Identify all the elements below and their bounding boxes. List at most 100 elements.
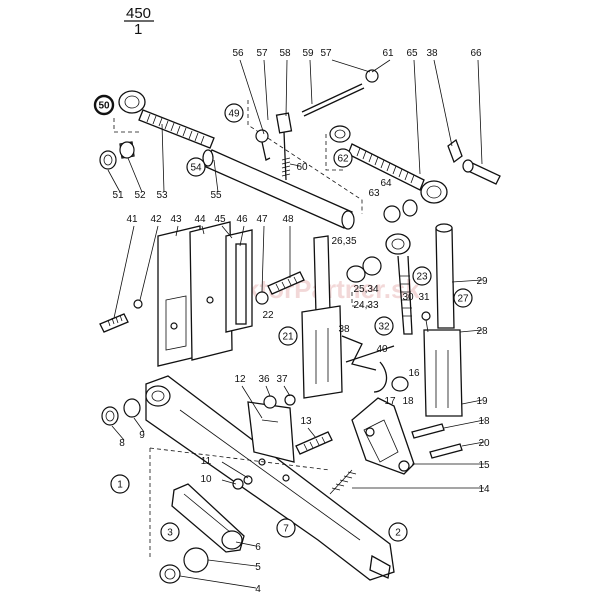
callout: 32: [374, 316, 394, 336]
leader-lines: [107, 59, 485, 589]
callout: 50: [93, 94, 115, 116]
dashed-outline-top: [113, 100, 363, 214]
dashed-outline-mid: [351, 292, 372, 307]
callout-circle: [453, 288, 473, 308]
lower-link-arm: [145, 375, 395, 581]
part-label: 47: [256, 214, 268, 225]
part-label: 51: [112, 190, 124, 201]
part-label: 24,33: [353, 300, 378, 311]
part-label: 6: [255, 542, 261, 553]
callout-label: 2: [395, 528, 401, 539]
part-label: 37: [276, 374, 288, 385]
part-label: 12: [234, 374, 246, 385]
part-label: 31: [418, 292, 430, 303]
small-link-3: [171, 483, 245, 553]
part-label: 44: [194, 214, 206, 225]
ball-4-5: [159, 547, 209, 584]
callout: 27: [453, 288, 473, 308]
callout-label: 7: [283, 524, 289, 535]
part-label: 57: [320, 48, 332, 59]
part-label: 59: [302, 48, 314, 59]
part-label: 20: [478, 438, 490, 449]
part-label: 15: [478, 460, 490, 471]
callout-circle: [412, 266, 432, 286]
part-label: 17: [384, 396, 396, 407]
callout: 23: [412, 266, 432, 286]
callout: 3: [160, 522, 180, 542]
lift-rod-left: [118, 90, 215, 149]
callout-circle: [93, 94, 115, 116]
part-label: 46: [236, 214, 248, 225]
pin-66: [447, 138, 501, 185]
part-label: 41: [126, 214, 138, 225]
tube-29-28: [423, 223, 463, 417]
part-label: 53: [156, 190, 168, 201]
callout-circle: [160, 522, 180, 542]
callout-label: 27: [457, 294, 469, 305]
part-label: 55: [210, 190, 222, 201]
callout-label: 3: [167, 528, 173, 539]
part-label: 25,34: [353, 284, 378, 295]
callout: 2: [388, 522, 408, 542]
part-label: 11: [201, 456, 212, 467]
part-label: 19: [476, 396, 488, 407]
part-label: 48: [282, 214, 294, 225]
sheet-number: 450: [126, 5, 151, 22]
lift-rod-right: [329, 125, 448, 223]
callout-circle: [276, 518, 296, 538]
pins-18-20: [411, 423, 463, 459]
bolt-41-42: [99, 299, 143, 333]
callout-label: 62: [337, 154, 349, 165]
callout-circle: [224, 103, 244, 123]
part-label: 52: [134, 190, 146, 201]
bushing-51-52: [99, 141, 135, 170]
latch-15-17: [351, 397, 415, 475]
callout-circle: [333, 148, 353, 168]
plate-12: [247, 401, 295, 463]
tube-55: [202, 149, 355, 230]
part-label: 5: [255, 562, 261, 573]
callout-label: 1: [117, 480, 123, 491]
part-label: 10: [200, 474, 212, 485]
callout-label: 21: [282, 332, 294, 343]
part-label: 22: [262, 310, 274, 321]
bolt-47-48: [255, 271, 305, 305]
part-label: 8: [119, 438, 125, 449]
callout: 49: [224, 103, 244, 123]
part-label: 66: [470, 48, 482, 59]
callout-label: 49: [228, 109, 240, 120]
callout-circle: [186, 157, 206, 177]
part-label: 38: [426, 48, 438, 59]
part-label: 30: [402, 292, 414, 303]
part-label: 56: [232, 48, 244, 59]
part-label: 61: [382, 48, 394, 59]
callout-label: 23: [416, 272, 428, 283]
nut-10-11: [232, 475, 253, 490]
rod-56-59: [255, 69, 379, 181]
part-label: 29: [476, 276, 488, 287]
part-label: 42: [150, 214, 162, 225]
part-label: 45: [214, 214, 226, 225]
part-label: 18: [478, 416, 490, 427]
part-label: 16: [408, 368, 420, 379]
part-label: 14: [478, 484, 490, 495]
callout-label: 32: [378, 322, 390, 333]
clevis-22: [301, 235, 343, 399]
callout: 7: [276, 518, 296, 538]
pins-30-31: [421, 311, 431, 333]
washers-36-37: [263, 394, 296, 409]
part-label: 58: [279, 48, 291, 59]
sheet-sub-number: 1: [134, 21, 142, 38]
callout: 21: [278, 326, 298, 346]
part-label: 38: [338, 324, 350, 335]
callout: 1: [110, 474, 130, 494]
part-label: 18: [402, 396, 414, 407]
callout-circle: [374, 316, 394, 336]
part-label: 9: [139, 430, 145, 441]
ball-8-9: [101, 398, 141, 426]
part-label: 40: [376, 344, 388, 355]
part-label: 57: [256, 48, 268, 59]
